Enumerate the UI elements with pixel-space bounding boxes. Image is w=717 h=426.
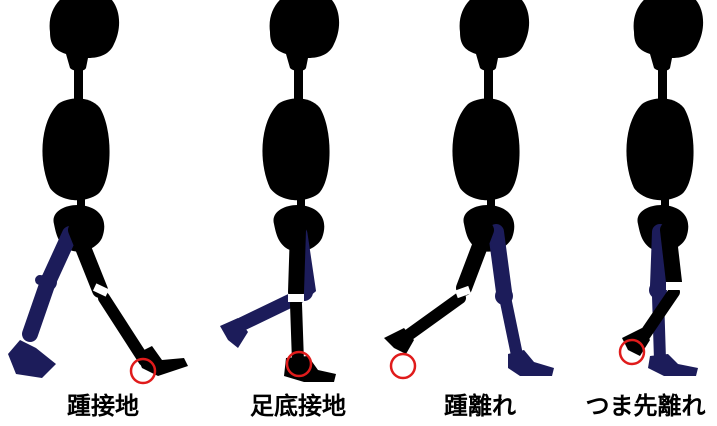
- skeleton-foot-flat: [220, 0, 339, 382]
- label-toe-off: つま先離れ: [578, 390, 713, 422]
- label-heel-strike: 踵接地: [48, 390, 158, 422]
- skeleton-toe-off: [620, 0, 703, 376]
- label-heel-off: 踵離れ: [430, 390, 530, 422]
- skeleton-heel-strike: [8, 0, 188, 383]
- label-foot-flat: 足底接地: [238, 390, 358, 422]
- skeleton-heel-off: [384, 0, 554, 378]
- heel-off-marker: [391, 354, 415, 378]
